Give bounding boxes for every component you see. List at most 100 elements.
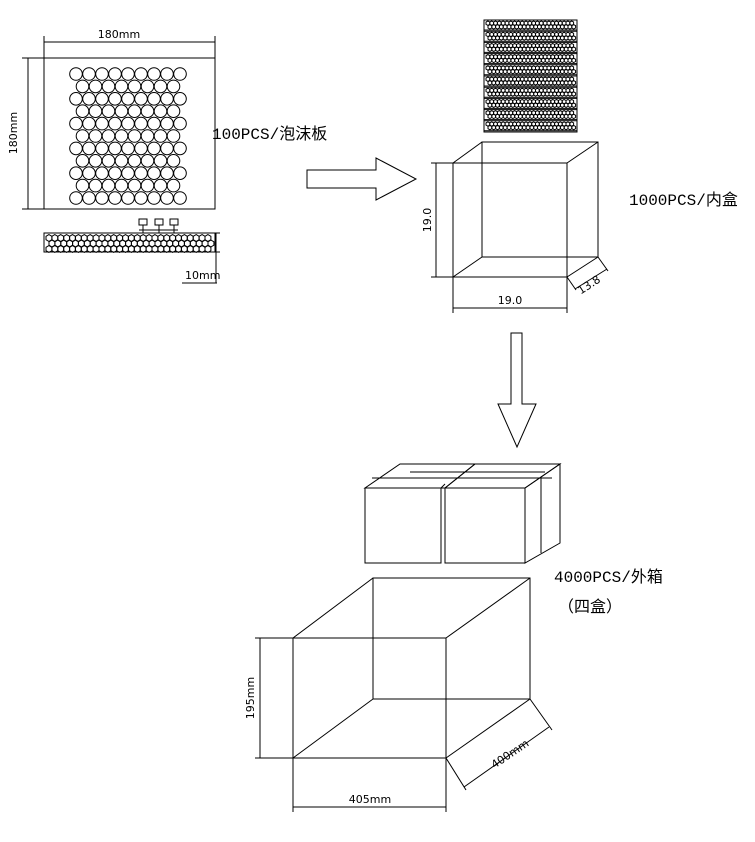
cavity: [83, 68, 96, 81]
hex-cell: [557, 81, 561, 85]
hex-cell: [181, 246, 187, 253]
hex-cell: [499, 25, 503, 29]
hex-cell: [99, 246, 105, 253]
hex-cell: [572, 58, 576, 62]
hex-cell: [499, 103, 503, 107]
hex-cell: [496, 69, 500, 73]
hex-cell: [545, 25, 549, 29]
hex-cell: [488, 81, 492, 85]
hex-cell: [492, 25, 496, 29]
stack-layers: [484, 20, 577, 131]
hex-cell: [541, 103, 545, 107]
hex-cell: [564, 92, 568, 96]
hex-cell: [538, 47, 542, 51]
hex-cell: [557, 114, 561, 118]
hex-cell: [503, 25, 507, 29]
hex-cell: [511, 114, 515, 118]
hex-cell: [568, 69, 572, 73]
hex-cell: [557, 47, 561, 51]
hex-cell: [553, 36, 557, 40]
hex-cell: [503, 125, 507, 129]
hex-cell: [492, 81, 496, 85]
cavity: [128, 155, 141, 168]
hex-cell: [553, 81, 557, 85]
hex-cell: [568, 36, 572, 40]
hex-cell: [534, 47, 538, 51]
cavity: [174, 117, 187, 130]
hex-cell: [549, 36, 553, 40]
stack-layer: [484, 31, 577, 41]
hex-cell: [492, 69, 496, 73]
hex-cell: [564, 125, 568, 129]
stack-layer: [484, 54, 577, 64]
cavity: [141, 105, 154, 118]
hex-cell: [519, 103, 523, 107]
outer-carton-depth-dimension: [446, 699, 552, 790]
hex-cell: [538, 58, 542, 62]
cavity: [115, 155, 128, 168]
hex-cell: [499, 47, 503, 51]
cavity: [83, 142, 96, 155]
stack-layer: [484, 65, 577, 75]
hex-cell: [541, 114, 545, 118]
hex-cell: [557, 58, 561, 62]
hex-cell: [538, 125, 542, 129]
four-inner-boxes: [365, 464, 560, 563]
stack-layer: [484, 121, 577, 131]
hex-cell: [534, 58, 538, 62]
foam-board-cavities: [70, 68, 187, 205]
hex-cell: [572, 125, 576, 129]
inner-box: [453, 142, 598, 277]
hex-cell: [526, 81, 530, 85]
hex-cell: [511, 69, 515, 73]
cavity: [167, 179, 180, 192]
cavity: [148, 192, 161, 205]
cavity: [148, 93, 161, 106]
inner-box-height-dimension: [431, 163, 453, 277]
hex-cell: [549, 69, 553, 73]
hex-cell: [572, 36, 576, 40]
hex-cell: [507, 25, 511, 29]
hex-cell: [526, 114, 530, 118]
hex-cell: [572, 114, 576, 118]
hex-cell: [496, 114, 500, 118]
hex-cell: [134, 246, 140, 253]
cavity: [135, 142, 148, 155]
foam-board-width-label: 180mm: [98, 28, 140, 41]
hex-cell: [511, 92, 515, 96]
hex-cell: [568, 92, 572, 96]
hex-cell: [530, 92, 534, 96]
cavity: [141, 130, 154, 143]
hex-cell: [515, 114, 519, 118]
hex-cell: [511, 36, 515, 40]
hex-cell: [158, 246, 164, 253]
hex-cell: [541, 25, 545, 29]
hex-cell: [522, 25, 526, 29]
hex-cell: [557, 69, 561, 73]
cavity: [154, 179, 167, 192]
hex-cell: [564, 114, 568, 118]
cavity: [76, 105, 89, 118]
hex-cell: [564, 69, 568, 73]
cavity: [167, 80, 180, 93]
hex-cell: [128, 246, 134, 253]
hex-cell: [541, 125, 545, 129]
cavity: [135, 192, 148, 205]
cavity: [154, 130, 167, 143]
cavity: [89, 179, 102, 192]
inner-box-depth-label: 13.8: [575, 273, 603, 297]
hex-cell: [111, 246, 117, 253]
hex-cell: [560, 69, 564, 73]
hex-cell: [176, 246, 182, 253]
hex-cell: [507, 125, 511, 129]
hex-cell: [492, 58, 496, 62]
cavity: [154, 105, 167, 118]
cavity: [141, 179, 154, 192]
foam-board-top-view: [44, 58, 215, 209]
cavity: [70, 117, 83, 130]
hex-cell: [488, 47, 492, 51]
component-icons: [139, 219, 178, 233]
arrow-down-icon: [498, 333, 536, 447]
cavity: [109, 192, 122, 205]
hex-cell: [534, 69, 538, 73]
